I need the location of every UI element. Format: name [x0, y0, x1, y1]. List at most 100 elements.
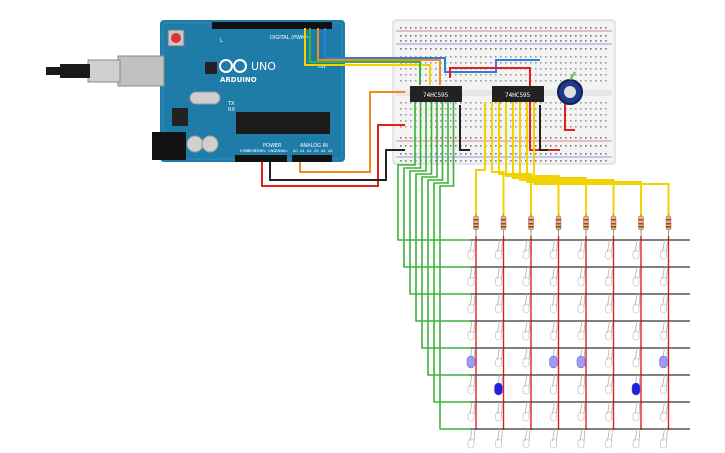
led[interactable]	[660, 266, 668, 287]
led[interactable]	[495, 428, 503, 449]
wire-black-rail-2	[539, 105, 548, 151]
led[interactable]	[467, 239, 476, 260]
led[interactable]	[577, 266, 586, 287]
led[interactable]	[605, 266, 613, 287]
led[interactable]	[495, 266, 503, 287]
led[interactable]	[632, 266, 641, 287]
led[interactable]	[550, 428, 558, 449]
led[interactable]	[467, 320, 476, 341]
led[interactable]	[577, 374, 586, 395]
analog-pin-label: A1	[300, 149, 305, 153]
reset-button[interactable]	[167, 29, 185, 47]
led[interactable]	[605, 320, 613, 341]
led[interactable]	[467, 428, 476, 449]
led[interactable]	[467, 266, 476, 287]
led[interactable]	[631, 374, 641, 396]
led[interactable]	[494, 374, 503, 396]
led[interactable]	[577, 293, 586, 314]
resistor[interactable]	[500, 214, 507, 236]
led[interactable]	[660, 401, 668, 422]
resistor[interactable]	[583, 214, 589, 236]
led[interactable]	[577, 239, 586, 260]
led[interactable]	[576, 347, 586, 369]
chip-label-2: 74HC595	[505, 92, 531, 99]
led[interactable]	[632, 239, 641, 260]
led[interactable]	[605, 239, 613, 260]
shift-register-2[interactable]: 74HC595	[492, 86, 544, 102]
led[interactable]	[605, 293, 613, 314]
led[interactable]	[632, 320, 641, 341]
model-label: UNO	[251, 60, 276, 73]
led[interactable]	[550, 239, 558, 260]
led[interactable]	[605, 374, 613, 395]
led[interactable]	[522, 401, 531, 422]
led[interactable]	[660, 320, 668, 341]
led[interactable]	[467, 401, 476, 422]
led[interactable]	[577, 401, 586, 422]
led[interactable]	[660, 374, 668, 395]
wire-black-gnd	[269, 149, 405, 181]
led[interactable]	[550, 401, 558, 422]
led[interactable]	[549, 347, 558, 369]
led[interactable]	[660, 428, 668, 449]
wire-green	[309, 28, 421, 85]
power-pin-label: IOREF	[240, 149, 250, 153]
led[interactable]	[522, 374, 531, 395]
shift-register-1[interactable]: 74HC595	[410, 86, 462, 102]
led[interactable]	[660, 239, 668, 260]
led[interactable]	[632, 347, 641, 368]
led[interactable]	[495, 401, 503, 422]
led[interactable]	[495, 320, 503, 341]
wire-black-rail	[459, 105, 470, 151]
resistor[interactable]	[638, 214, 644, 236]
led[interactable]	[522, 266, 531, 287]
wire-column	[519, 102, 615, 216]
led[interactable]	[495, 347, 503, 368]
arduino-uno[interactable]: ARDUINO UNO ON L TX RX DIGITAL (PWM~) PO…	[46, 20, 345, 162]
led[interactable]	[577, 428, 586, 449]
led[interactable]	[550, 374, 558, 395]
led[interactable]	[632, 293, 641, 314]
led[interactable]	[522, 320, 531, 341]
led[interactable]	[550, 266, 558, 287]
led[interactable]	[522, 239, 531, 260]
power-pin-label: 5V	[261, 149, 266, 153]
resistor[interactable]	[610, 214, 617, 236]
led[interactable]	[467, 293, 476, 314]
led[interactable]	[632, 401, 641, 422]
led[interactable]	[605, 347, 613, 368]
led[interactable]	[550, 320, 558, 341]
resistor[interactable]	[528, 214, 534, 236]
digital-header[interactable]	[212, 22, 332, 29]
resistor[interactable]	[665, 214, 672, 236]
potentiometer[interactable]	[557, 71, 583, 105]
wire-column	[491, 102, 505, 216]
power-header-label: POWER	[263, 143, 282, 149]
led[interactable]	[495, 239, 503, 260]
power-header[interactable]	[235, 155, 287, 162]
led[interactable]	[660, 293, 668, 314]
led[interactable]	[605, 428, 613, 449]
resistor[interactable]	[473, 214, 479, 236]
led[interactable]	[522, 428, 531, 449]
wire-yellow	[304, 28, 431, 85]
led-matrix	[466, 214, 690, 449]
wire-column	[475, 102, 486, 216]
led[interactable]	[495, 293, 503, 314]
led[interactable]	[577, 320, 586, 341]
resistor[interactable]	[555, 214, 562, 236]
led[interactable]	[467, 374, 476, 395]
led[interactable]	[522, 347, 531, 368]
led[interactable]	[466, 347, 476, 369]
led[interactable]	[659, 347, 668, 369]
led[interactable]	[632, 428, 641, 449]
led[interactable]	[550, 293, 558, 314]
wire-row	[439, 102, 470, 430]
wire-column	[498, 102, 532, 216]
led[interactable]	[605, 401, 613, 422]
led[interactable]	[522, 293, 531, 314]
wire-row	[403, 102, 470, 268]
analog-header[interactable]	[292, 155, 332, 162]
